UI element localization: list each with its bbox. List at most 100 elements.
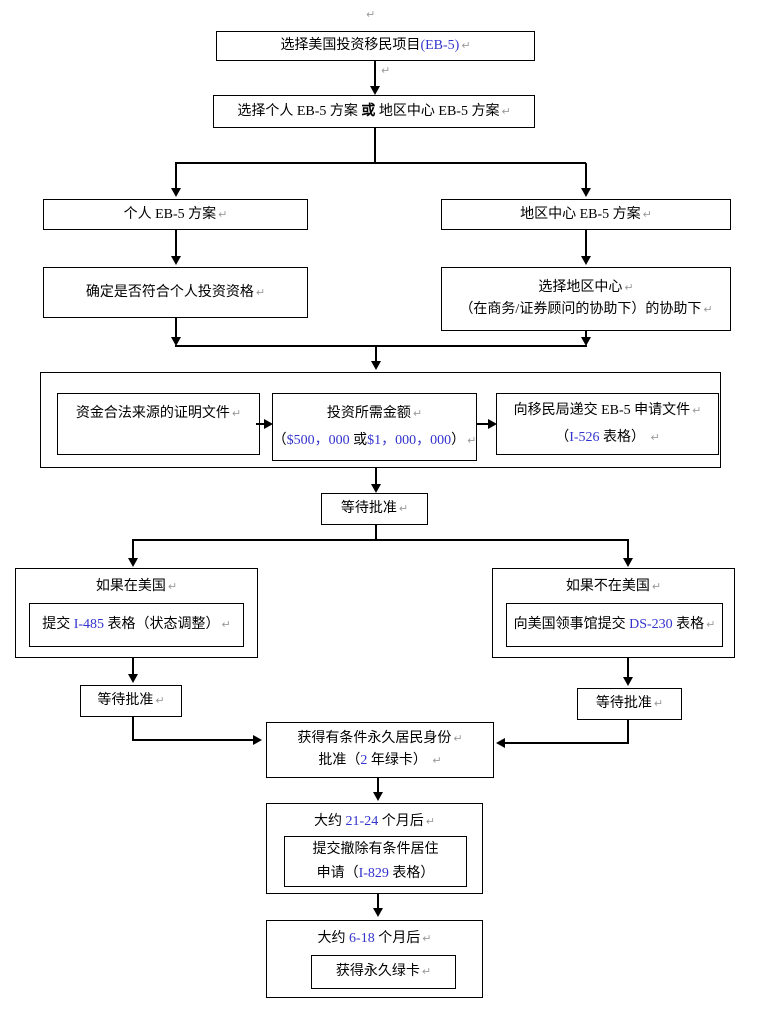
ds230-form-number: DS-230 <box>629 617 673 633</box>
branch-line-top <box>175 162 586 164</box>
node-choose-program: 选择美国投资移民项目(EB-5)↵ <box>216 31 535 61</box>
paragraph-mark: ↵ <box>642 207 652 221</box>
node-in-us: 如果在美国↵ 提交 I-485 表格（状态调整）↵ <box>15 568 258 658</box>
connector-merge-bigbox <box>375 347 377 362</box>
paragraph-mark: ↵ <box>366 8 376 21</box>
node-file-i526: 向移民局递交 EB-5 申请文件↵ （I-526 表格） ↵ <box>496 393 719 455</box>
wait1-label: 等待批准↵ <box>341 498 408 520</box>
choose-plan-or: 或 <box>361 103 376 119</box>
paragraph-mark: ↵ <box>425 815 435 828</box>
arrowhead-down <box>370 86 380 95</box>
paragraph-mark: ↵ <box>231 407 242 420</box>
node-qualify: 确定是否符合个人投资资格↵ <box>43 267 308 318</box>
merge-line <box>175 345 587 347</box>
arrowhead-right <box>264 419 273 429</box>
arrowhead-down <box>623 677 633 686</box>
conditional-years: 2 <box>360 753 368 768</box>
i526-form-number: I-526 <box>569 430 600 445</box>
connector-conditional-remove <box>377 778 379 793</box>
paragraph-mark: ↵ <box>167 580 178 593</box>
connector-4-6 <box>585 230 587 257</box>
in-us-title: 如果在美国↵ <box>96 576 177 598</box>
arrowhead-down <box>371 484 381 493</box>
amount-line2: （$500，000 或$1，000，000）↵ <box>273 427 477 454</box>
node-choose-plan: 选择个人 EB-5 方案 或 地区中心 EB-5 方案↵ <box>213 95 535 128</box>
conditional-text1: 获得有条件永久居民身份 <box>297 731 452 747</box>
ds230-pre: 向美国领事馆提交 <box>513 617 630 633</box>
i829-post: 表格） <box>388 865 435 881</box>
paragraph-mark: ↵ <box>703 303 713 316</box>
arrowhead-down <box>373 908 383 917</box>
arrowhead-right <box>488 419 497 429</box>
paragraph-mark: ↵ <box>692 403 702 417</box>
wait2-label: 等待批准↵ <box>97 690 164 712</box>
paragraph-mark: ↵ <box>381 64 391 77</box>
remove-title-months: 21-24 <box>345 814 379 829</box>
paragraph-mark: ↵ <box>422 932 432 945</box>
conditional-post: 年绿卡） <box>367 753 431 768</box>
select-center-text1: 选择地区中心 <box>538 280 623 296</box>
arrowhead-down <box>581 337 591 346</box>
connector-split-left <box>132 540 134 559</box>
remove-title-post: 个月后 <box>378 814 424 829</box>
node-amount: 投资所需金额↵ （$500，000 或$1，000，000）↵ <box>272 393 477 461</box>
node-file-i485: 提交 I-485 表格（状态调整）↵ <box>29 603 244 647</box>
ds230-label: 向美国领事馆提交 DS-230 表格↵ <box>514 613 716 637</box>
connector-wait1-split <box>375 525 377 540</box>
green-card-text: 获得永久绿卡 <box>335 964 420 980</box>
connector-6-merge <box>585 331 587 338</box>
paragraph-mark: ↵ <box>453 732 463 746</box>
connector-amount-i526 <box>477 423 489 425</box>
node-file-ds230: 向美国领事馆提交 DS-230 表格↵ <box>506 603 723 647</box>
node-select-center: 选择地区中心↵ （在商务/证券顾问的协助下）的协助下↵ <box>441 267 731 331</box>
connector-wait2-down <box>132 717 134 741</box>
node-regional-plan: 地区中心 EB-5 方案↵ <box>441 199 731 230</box>
node-conditional-status: 获得有条件永久居民身份↵ 批准（2 年绿卡） ↵ <box>266 722 494 778</box>
amount-line1: 投资所需金额↵ <box>327 400 422 427</box>
i526-title: 向移民局递交 EB-5 申请文件 <box>513 402 691 418</box>
amount-500k: $500，000 <box>286 433 350 448</box>
permanent-title-pre: 大约 <box>317 931 350 946</box>
arrowhead-down <box>128 674 138 683</box>
connector-inus-wait2 <box>132 658 134 675</box>
node-wait-approval-3: 等待批准↵ <box>577 688 682 720</box>
funds-proof-text: 资金合法来源的证明文件 <box>75 406 230 421</box>
i526-open: （ <box>555 430 570 445</box>
paragraph-mark: ↵ <box>421 965 432 979</box>
green-card-label: 获得永久绿卡↵ <box>336 960 431 984</box>
choose-program-eb5-tag: (EB-5) <box>420 38 460 54</box>
choose-program-text: 选择美国投资移民项目 <box>280 38 421 54</box>
connector-notinus-wait3 <box>627 658 629 678</box>
wait3-text: 等待批准 <box>595 696 652 712</box>
conditional-pre: 批准（ <box>318 753 361 768</box>
node-not-in-us: 如果不在美国↵ 向美国领事馆提交 DS-230 表格↵ <box>492 568 735 658</box>
i829-form-number: I-829 <box>358 865 389 881</box>
wait3-label: 等待批准↵ <box>596 693 663 715</box>
split-line <box>132 539 629 541</box>
permanent-title-post: 个月后 <box>374 931 421 946</box>
select-center-text2: （在商务/证券顾问的协助下）的协助下 <box>459 302 702 317</box>
not-in-us-title-text: 如果不在美国 <box>565 579 650 594</box>
node-choose-program-label: 选择美国投资移民项目(EB-5)↵ <box>280 35 470 57</box>
i829-pre: 申请（ <box>316 865 359 881</box>
amount-1m: $1，000，000 <box>367 433 452 448</box>
amount-or: 或 <box>349 433 368 448</box>
permanent-title-months: 6-18 <box>349 931 375 946</box>
paragraph-mark: ↵ <box>221 618 231 632</box>
i485-post: 表格（状态调整） <box>104 617 220 633</box>
regional-plan-text: 地区中心 EB-5 方案 <box>520 206 641 222</box>
qualify-text: 确定是否符合个人投资资格 <box>85 284 254 300</box>
connector-split-right <box>627 540 629 559</box>
wait2-text: 等待批准 <box>97 693 154 709</box>
amount-title: 投资所需金额 <box>326 405 411 421</box>
paragraph-mark: ↵ <box>501 104 511 118</box>
connector-branch-left <box>175 163 177 189</box>
paragraph-mark: ↵ <box>461 39 471 53</box>
node-choose-plan-label: 选择个人 EB-5 方案 或 地区中心 EB-5 方案↵ <box>237 101 510 123</box>
arrowhead-down <box>171 188 181 197</box>
i485-form-number: I-485 <box>73 617 105 633</box>
wait1-text: 等待批准 <box>340 501 397 517</box>
paragraph-mark: ↵ <box>653 697 664 711</box>
remove-conditions-title: 大约 21-24 个月后↵ <box>314 811 435 833</box>
